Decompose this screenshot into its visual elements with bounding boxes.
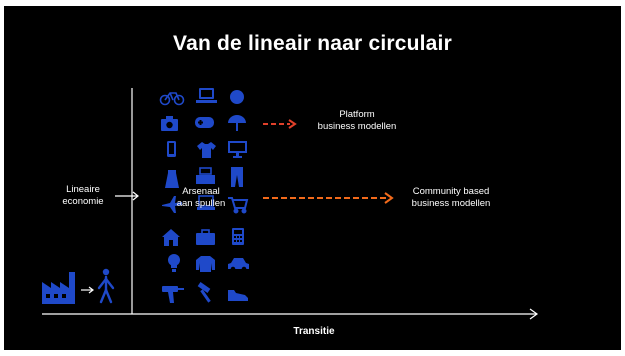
platform-arrowhead: [288, 119, 297, 129]
diagram-canvas: [42, 88, 539, 320]
camera-icon: [161, 116, 178, 131]
monitor-icon: [228, 141, 247, 158]
platform-line1: Platform: [339, 109, 375, 120]
laptop-icon: [196, 88, 217, 103]
community-line2: business modellen: [411, 198, 491, 209]
trousers-icon: [231, 167, 243, 187]
drill-icon: [162, 286, 184, 303]
person-icon: [97, 268, 115, 304]
factory-icon: [42, 272, 75, 304]
calculator-icon: [232, 228, 244, 245]
community-label: Community based business modellen: [396, 186, 506, 210]
gamepad-icon: [195, 117, 214, 128]
transition-axis-arrowhead: [529, 308, 539, 320]
platform-line2: business modellen: [317, 121, 397, 132]
laptop-small-icon: [197, 195, 215, 210]
airplane-icon: [162, 196, 182, 213]
sweater-icon: [196, 256, 215, 272]
umbrella-icon: [228, 115, 246, 131]
arsenal-line1: Arsenaal: [182, 186, 220, 197]
slide-title: Van de lineair naar circulair: [173, 32, 452, 55]
basketball-icon: [230, 90, 244, 104]
arsenal-line2: aan spullen: [176, 198, 226, 209]
linear-arrowhead: [132, 191, 139, 201]
linear-economy-line1: Lineaire: [66, 184, 100, 195]
community-line1: Community based: [412, 186, 490, 197]
bicycle-icon: [159, 92, 185, 106]
lightbulb-icon: [168, 254, 180, 272]
tshirt-icon: [197, 142, 216, 158]
suitcase-icon: [196, 229, 215, 245]
skirt-icon: [165, 170, 179, 188]
printer-icon: [196, 167, 215, 184]
slide: Van de lineair naar circulair: [4, 6, 621, 350]
linear-economy-label: Lineaire economie: [48, 184, 118, 208]
shopping-cart-icon: [228, 197, 249, 214]
shoe-icon: [228, 290, 248, 301]
linear-economy-line2: economie: [62, 196, 104, 207]
hammer-icon: [197, 282, 211, 303]
house-icon: [162, 229, 180, 246]
arsenal-label: Arsenaal aan spullen: [166, 186, 236, 210]
smartphone-icon: [167, 141, 176, 157]
transition-axis-label: Transitie: [293, 326, 335, 337]
factory-arrowhead: [88, 286, 94, 294]
car-icon: [228, 258, 249, 272]
platform-label: Platform business modellen: [302, 109, 412, 133]
community-arrowhead: [384, 192, 394, 204]
